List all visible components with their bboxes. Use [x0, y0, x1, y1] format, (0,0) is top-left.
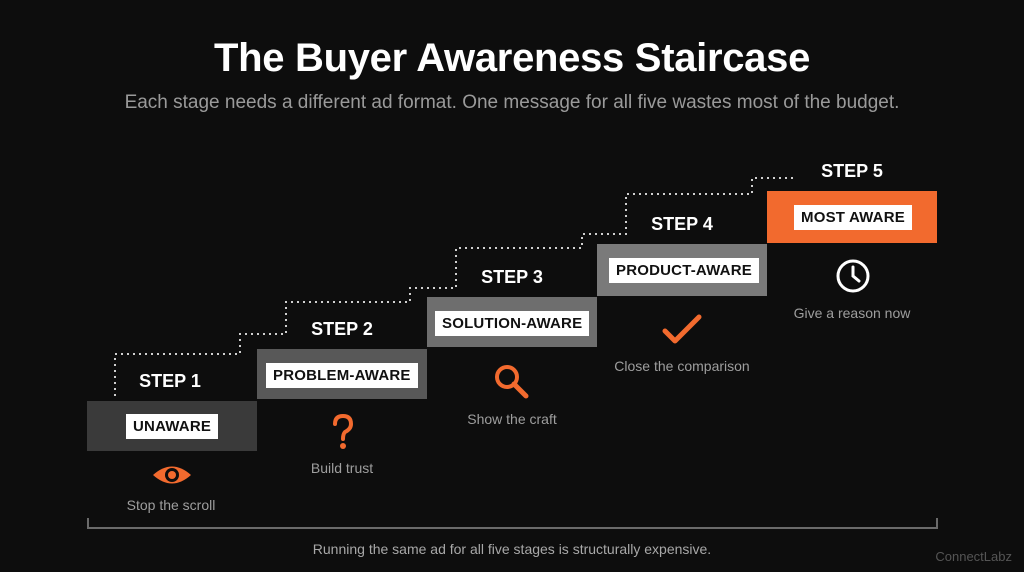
clock-icon: [836, 259, 870, 293]
stage-tag-solution-aware: SOLUTION-AWARE: [435, 311, 590, 336]
checkmark-icon: [662, 314, 702, 344]
eye-icon: [153, 466, 191, 484]
stage-tag-product-aware: PRODUCT-AWARE: [609, 258, 759, 283]
caption-step-4: Close the comparison: [614, 358, 750, 374]
step-4-label: STEP 4: [651, 214, 713, 234]
step-2-label: STEP 2: [311, 319, 373, 339]
page-subtitle: Each stage needs a different ad format. …: [124, 92, 900, 113]
stage-tag-problem-aware: PROBLEM-AWARE: [266, 363, 418, 388]
step-1-label: STEP 1: [139, 371, 201, 391]
caption-step-3: Show the craft: [467, 411, 557, 427]
step-3-label: STEP 3: [481, 267, 543, 287]
magnifier-icon: [495, 365, 529, 399]
bottom-bracket: [87, 518, 938, 529]
page-title: The Buyer Awareness Staircase: [213, 36, 811, 80]
caption-step-2: Build trust: [310, 460, 374, 476]
stage-tag-most-aware: MOST AWARE: [794, 205, 912, 230]
brand-watermark: ConnectLabz: [935, 549, 1012, 564]
stage-tag-unaware: UNAWARE: [126, 414, 219, 439]
caption-step-1: Stop the scroll: [126, 497, 216, 513]
question-mark-icon: [333, 413, 354, 449]
step-5-label: STEP 5: [821, 161, 883, 181]
footer-note: Running the same ad for all five stages …: [312, 541, 712, 557]
caption-step-5: Give a reason now: [793, 305, 911, 321]
